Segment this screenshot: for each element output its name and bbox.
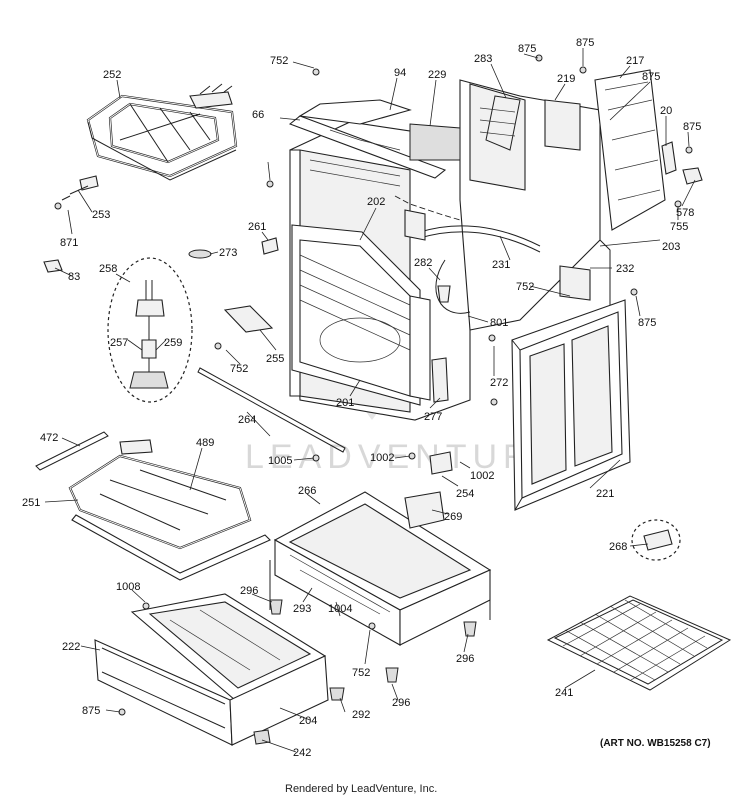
callout: 66 bbox=[252, 109, 264, 121]
callout: 875 bbox=[642, 71, 660, 83]
callout: 875 bbox=[82, 705, 100, 717]
callout: 296 bbox=[240, 585, 258, 597]
callout: 257 bbox=[110, 337, 128, 349]
screw-icon bbox=[214, 342, 222, 350]
callout: 222 bbox=[62, 641, 80, 653]
screw-icon bbox=[630, 288, 638, 296]
callout: 229 bbox=[428, 69, 446, 81]
callout: 266 bbox=[298, 485, 316, 497]
callout: 752 bbox=[516, 281, 534, 293]
callout: 875 bbox=[576, 37, 594, 49]
screw-icon bbox=[54, 202, 62, 210]
callout: 875 bbox=[638, 317, 656, 329]
screw-icon bbox=[579, 66, 587, 74]
callout: 1002 bbox=[370, 452, 394, 464]
screw-icon bbox=[266, 180, 274, 188]
callout: 296 bbox=[392, 697, 410, 709]
oven-liner bbox=[197, 224, 449, 453]
leveling-leg-icon bbox=[385, 667, 399, 683]
callout: 94 bbox=[394, 67, 406, 79]
callout: 296 bbox=[456, 653, 474, 665]
screw-icon bbox=[368, 622, 376, 630]
callout: 875 bbox=[683, 121, 701, 133]
callout: 292 bbox=[352, 709, 370, 721]
leader-lines bbox=[44, 48, 696, 753]
callout: 801 bbox=[490, 317, 508, 329]
callout: 264 bbox=[238, 414, 256, 426]
callout: 875 bbox=[518, 43, 536, 55]
broil-element bbox=[61, 83, 238, 201]
callout: 203 bbox=[662, 241, 680, 253]
callout: 472 bbox=[40, 432, 58, 444]
callout: 221 bbox=[596, 488, 614, 500]
leveling-leg-icon bbox=[463, 621, 477, 637]
callout: 253 bbox=[92, 209, 110, 221]
callout: 1005 bbox=[268, 455, 292, 467]
callout: 201 bbox=[336, 397, 354, 409]
callout: 752 bbox=[270, 55, 288, 67]
art-number: (ART NO. WB15258 C7) bbox=[600, 738, 711, 749]
callout: 269 bbox=[444, 511, 462, 523]
callout: 272 bbox=[490, 377, 508, 389]
callout: 282 bbox=[414, 257, 432, 269]
callout: 752 bbox=[230, 363, 248, 375]
callout: 273 bbox=[219, 247, 237, 259]
callout: 254 bbox=[456, 488, 474, 500]
footer-credit: Rendered by LeadVenture, Inc. bbox=[285, 783, 437, 795]
callout: 251 bbox=[22, 497, 40, 509]
callout: 259 bbox=[164, 337, 182, 349]
callout: 231 bbox=[492, 259, 510, 271]
callout: 258 bbox=[99, 263, 117, 275]
callout: 268 bbox=[609, 541, 627, 553]
callout: 204 bbox=[299, 715, 317, 727]
fasteners bbox=[54, 54, 693, 745]
callout: 242 bbox=[293, 747, 311, 759]
callout-labels: 752 94 229 283 875 875 219 217 252 66 87… bbox=[22, 37, 701, 759]
callout: 578 bbox=[676, 207, 694, 219]
callout: 1008 bbox=[116, 581, 140, 593]
callout: 489 bbox=[196, 437, 214, 449]
screw-icon bbox=[312, 68, 320, 76]
oven-door bbox=[511, 299, 631, 511]
callout: 752 bbox=[352, 667, 370, 679]
bake-heater-detail bbox=[43, 237, 279, 403]
roller-icon bbox=[329, 687, 345, 701]
callout: 232 bbox=[616, 263, 634, 275]
callout: 217 bbox=[626, 55, 644, 67]
callout: 871 bbox=[60, 237, 78, 249]
callout: 219 bbox=[557, 73, 575, 85]
callout: 283 bbox=[474, 53, 492, 65]
oven-bottom-frame bbox=[269, 451, 492, 646]
storage-drawer bbox=[94, 593, 329, 746]
callout: 293 bbox=[293, 603, 311, 615]
callout: 1004 bbox=[328, 603, 352, 615]
callout: 255 bbox=[266, 353, 284, 365]
callout: 83 bbox=[68, 271, 80, 283]
callout: 755 bbox=[670, 221, 688, 233]
callout: 1002 bbox=[470, 470, 494, 482]
screw-icon bbox=[685, 146, 693, 154]
oven-rack bbox=[546, 519, 732, 691]
screw-icon bbox=[490, 398, 498, 406]
leveling-leg-icon bbox=[269, 599, 283, 615]
screw-icon bbox=[142, 602, 150, 610]
bake-element-and-bottom bbox=[35, 431, 271, 581]
callout: 252 bbox=[103, 69, 121, 81]
stop-icon bbox=[253, 729, 271, 745]
callout: 261 bbox=[248, 221, 266, 233]
callout: 241 bbox=[555, 687, 573, 699]
callout: 202 bbox=[367, 196, 385, 208]
callout: 20 bbox=[660, 105, 672, 117]
screw-icon bbox=[535, 54, 543, 62]
callout: 277 bbox=[424, 411, 442, 423]
screw-icon bbox=[488, 334, 496, 342]
